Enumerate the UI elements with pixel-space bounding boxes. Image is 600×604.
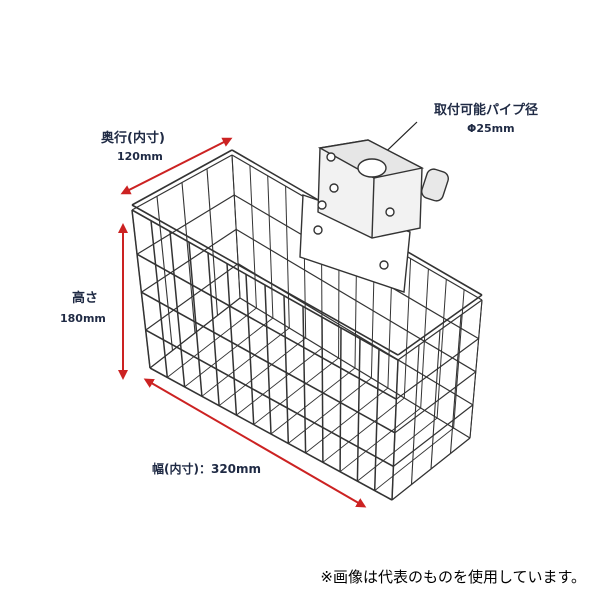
plate-screw-1 — [317, 200, 327, 210]
height-label: 高さ — [72, 291, 99, 306]
front-wire — [302, 306, 307, 453]
back-wire — [403, 258, 412, 399]
horizontal-rail — [391, 437, 471, 501]
floor-wire — [322, 397, 405, 463]
front-wire — [283, 295, 290, 444]
dimension-lines — [118, 121, 418, 508]
horizontal-rail — [393, 404, 474, 467]
pipe-diameter-label: 取付可能パイプ径 — [434, 103, 539, 118]
side-wire — [469, 299, 483, 439]
side-wire — [449, 314, 462, 454]
width-label: 幅(内寸)：320mm — [152, 462, 262, 476]
front-wire — [207, 252, 220, 406]
floor-wire — [374, 427, 454, 491]
horizontal-rail — [397, 299, 483, 361]
back-wire — [436, 279, 447, 419]
horizontal-rail — [131, 154, 233, 211]
top-rim — [131, 149, 233, 206]
horizontal-rail — [395, 338, 479, 400]
pipe-clamp — [299, 139, 449, 293]
floor-wire — [184, 317, 274, 388]
front-wire — [226, 263, 238, 416]
front-wire — [339, 327, 342, 472]
back-wire — [285, 186, 290, 329]
front-wire — [373, 349, 380, 491]
front-wire — [188, 242, 203, 397]
back-wire — [249, 165, 257, 309]
floor-wire — [288, 377, 372, 444]
floor-wire — [236, 347, 323, 416]
front-wire — [131, 209, 151, 369]
side-wire — [206, 168, 219, 316]
pipe-hole — [357, 158, 387, 178]
top-rim — [397, 294, 483, 356]
floor-wire — [218, 337, 306, 407]
horizontal-rail — [394, 371, 477, 434]
floor-wire — [339, 407, 421, 473]
clamp-knob — [421, 168, 449, 202]
top-rim — [131, 204, 399, 356]
horizontal-rail — [235, 228, 477, 373]
depth-value: 120mm — [117, 150, 163, 163]
floor-wire — [201, 327, 290, 397]
front-wire — [150, 220, 169, 378]
horizontal-rail — [239, 297, 471, 439]
clamp-screw-3 — [385, 207, 395, 217]
side-wire — [410, 344, 420, 485]
side-wire — [231, 154, 241, 299]
back-wire — [453, 289, 465, 429]
front-wire — [169, 231, 186, 387]
plate-screw-3 — [379, 260, 389, 270]
floor-wire — [357, 417, 438, 482]
pipe-diameter-value: Φ25mm — [467, 122, 515, 135]
clamp-screw-2 — [329, 183, 339, 193]
front-wire — [264, 284, 272, 435]
depth-dimension-line — [120, 137, 233, 195]
clamp-edge — [371, 177, 375, 239]
width-dimension-line — [143, 378, 367, 508]
front-wire — [391, 359, 399, 501]
side-wire — [430, 329, 441, 470]
front-wire — [321, 317, 324, 463]
back-wire — [267, 175, 274, 319]
side-wire — [181, 182, 196, 334]
clamp-screw-1 — [326, 152, 336, 162]
height-value: 180mm — [60, 312, 106, 325]
front-wire — [245, 274, 255, 425]
depth-label: 奥行(内寸) — [101, 131, 165, 146]
representative-image-note: ※画像は代表のものを使用しています。 — [320, 568, 586, 586]
plate-screw-2 — [313, 225, 323, 235]
back-wire — [420, 268, 429, 409]
front-wire — [356, 338, 361, 482]
floor-wire — [253, 357, 339, 425]
floor-wire — [305, 387, 389, 454]
side-wire — [156, 196, 174, 351]
